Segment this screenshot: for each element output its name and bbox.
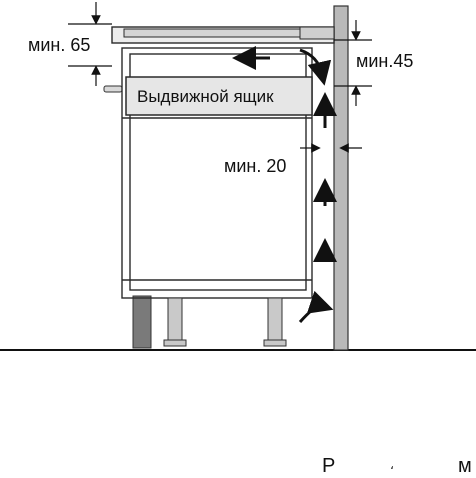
- caption-mid: ،: [390, 458, 394, 472]
- caption-right: м: [458, 455, 472, 477]
- label-drawer: Выдвижной ящик: [137, 87, 274, 106]
- cabinet: [121, 47, 313, 299]
- caption-left: Р: [322, 455, 336, 477]
- back-wall: [333, 5, 349, 351]
- label-min-gap: мин. 20: [224, 156, 286, 176]
- hob-edge: [299, 26, 335, 40]
- airflow-arrows: [232, 46, 337, 323]
- dimension-min45: [334, 20, 372, 106]
- drawer-box: [125, 76, 313, 116]
- label-min-side: мин.45: [356, 51, 413, 71]
- dimension-min65: [68, 2, 112, 86]
- hob-glass: [123, 28, 305, 38]
- plinth-post: [132, 295, 152, 349]
- handle: [103, 85, 123, 93]
- label-min-top: мин. 65: [28, 35, 90, 55]
- cabinet-legs: [163, 297, 287, 347]
